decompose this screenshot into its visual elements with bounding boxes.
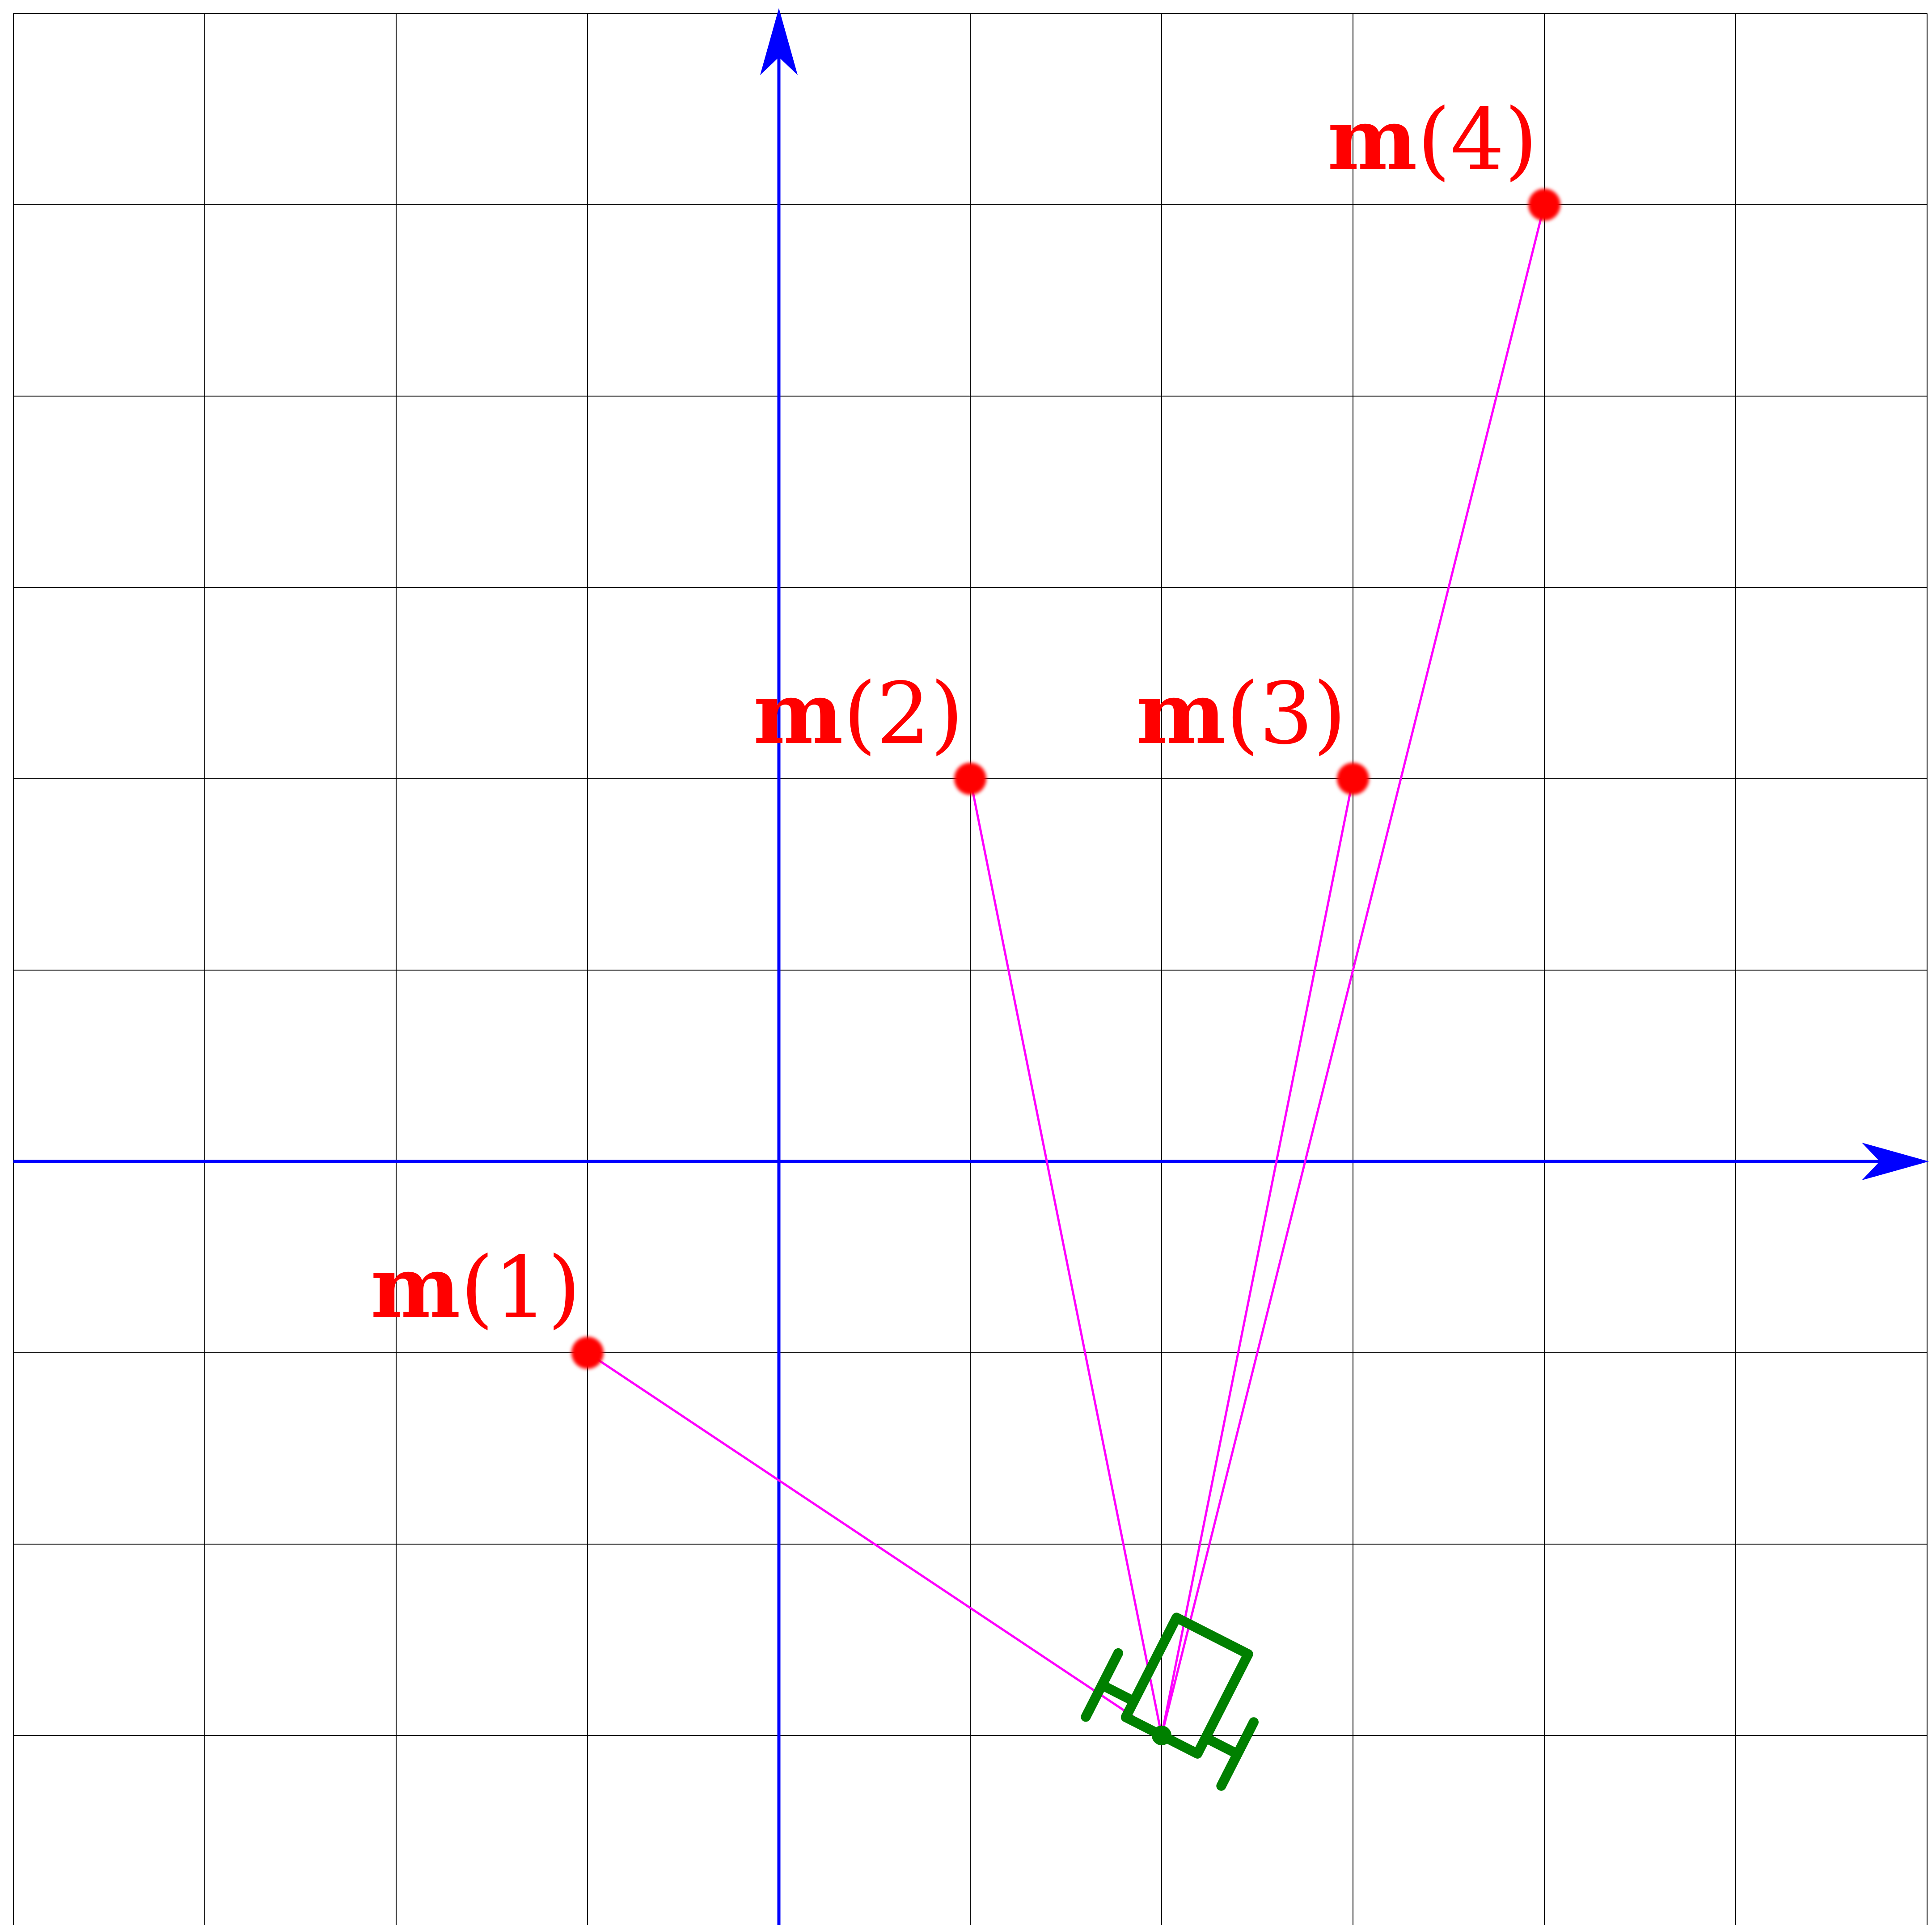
robot-wheel-right [1216, 1717, 1259, 1791]
landmark-label-4: m(4) [1327, 89, 1538, 189]
landmark-label-bold: m [1136, 663, 1226, 763]
measurement-arrow-3 [1155, 778, 1356, 1745]
landmark-label-3: m(3) [1136, 663, 1346, 763]
robot-chassis [1120, 1613, 1253, 1759]
landmark-label-1: m(1) [371, 1237, 581, 1337]
x-axis-arrowhead [1862, 1143, 1929, 1180]
robot-body [1081, 1613, 1259, 1791]
robot-axle-left [1097, 1680, 1139, 1706]
landmark-label-2: m(2) [753, 663, 964, 763]
landmark-label-bold: m [371, 1237, 461, 1337]
measurement-arrow-4 [1155, 204, 1547, 1745]
landmark-dot-1 [571, 1337, 604, 1369]
landmarks: m(1)m(2)m(3)m(4) [371, 89, 1560, 1369]
robot-icon [1081, 1613, 1259, 1791]
robot-wheel-left [1081, 1648, 1124, 1722]
axes [13, 8, 1929, 1925]
measurement-arrows [587, 204, 1547, 1745]
landmark-dot-3 [1337, 763, 1369, 795]
landmark-dot-2 [954, 763, 986, 795]
robot-origin [1152, 1726, 1171, 1745]
y-axis-arrowhead [760, 8, 798, 75]
landmark-label-index: (3) [1226, 664, 1346, 763]
landmark-label-index: (2) [843, 664, 964, 763]
landmark-label-index: (1) [461, 1238, 581, 1337]
landmark-dot-4 [1528, 189, 1560, 221]
grid [13, 13, 1928, 1925]
landmark-label-bold: m [1327, 89, 1417, 189]
measurement-arrow-2 [967, 778, 1168, 1745]
landmark-label-bold: m [753, 663, 843, 763]
robot-axle-right [1201, 1733, 1243, 1759]
landmark-label-index: (4) [1417, 90, 1538, 189]
